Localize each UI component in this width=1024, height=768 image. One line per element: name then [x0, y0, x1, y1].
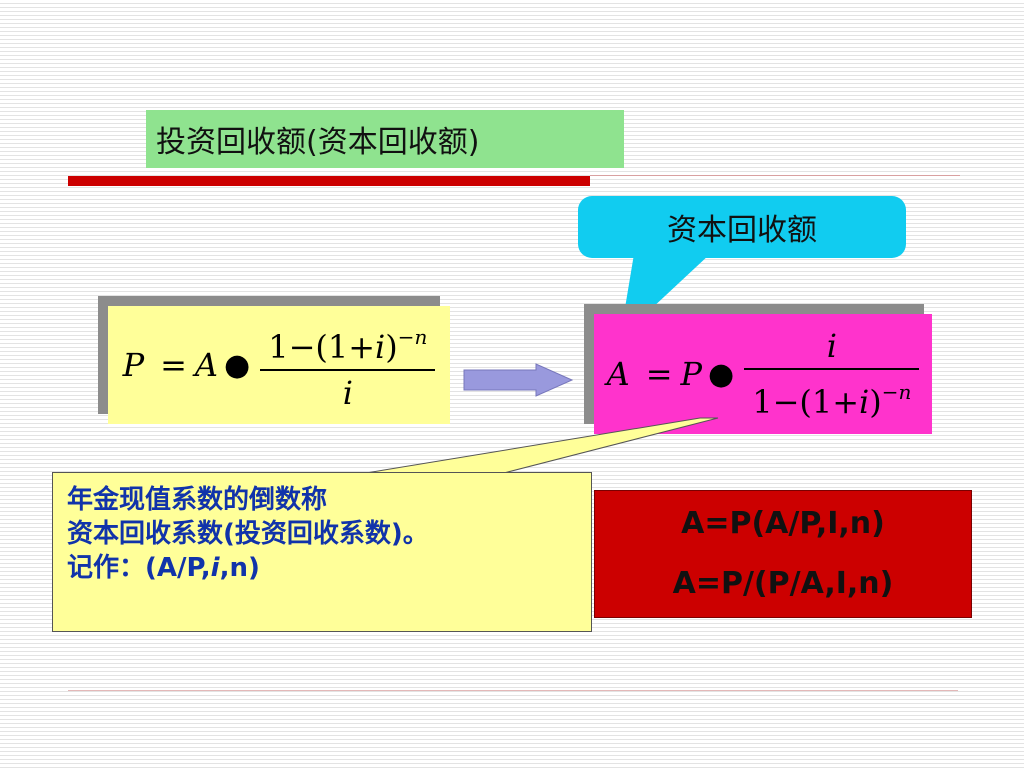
formula-right-dot: ● [708, 356, 735, 392]
footer-rule [68, 690, 958, 691]
notation-line-2: A=P/(P/A,I,n) [672, 566, 894, 601]
formula-left-fraction: 1−(1+i)−n i [260, 315, 436, 415]
formula-capital-recovery: A = P ● i 1−(1+i)−n [594, 314, 932, 434]
callout-top-text: 资本回收额 [667, 213, 817, 248]
formula-left-num-suffix: ) [385, 328, 398, 366]
formula-right-exponent: −n [881, 380, 912, 404]
formula-right-den-suffix: ) [869, 383, 882, 421]
note-line-3-italic: i [210, 553, 220, 583]
formula-left-fraction-bar [260, 369, 436, 371]
notation-box: A=P(A/P,I,n) A=P/(P/A,I,n) [594, 490, 972, 618]
formula-left-coef: A [194, 346, 219, 384]
title-underline [68, 176, 590, 186]
callout-capital-recovery: 资本回收额 [578, 196, 906, 258]
note-line-1: 年金现值系数的倒数称 [67, 485, 328, 515]
formula-right-coef: P [680, 355, 703, 393]
slide-title: 投资回收额(资本回收额) [146, 110, 624, 168]
notation-line-1: A=P(A/P,I,n) [681, 506, 885, 541]
note-line-3: 记作：(A/P,i,n) [67, 551, 591, 585]
formula-left-num-var: i [375, 328, 386, 366]
formula-left-denominator: i [342, 374, 353, 412]
formula-left-exponent: −n [397, 325, 428, 349]
formula-right-den-prefix: 1−(1+ [752, 383, 860, 421]
formula-right-fraction-bar [744, 368, 920, 370]
formula-right-numerator: i [826, 327, 837, 365]
formula-right-fraction: i 1−(1+i)−n [744, 324, 920, 424]
formula-left-dot: ● [224, 347, 251, 383]
formula-present-value: P = A ● 1−(1+i)−n i [108, 306, 450, 424]
note-callout: 年金现值系数的倒数称 资本回收系数(投资回收系数)。 记作：(A/P,i,n) [52, 472, 592, 632]
note-line-3-prefix: 记作：(A/P, [67, 553, 211, 583]
formula-left-numerator: 1−(1+i)−n [260, 315, 435, 369]
note-line-2: 资本回收系数(投资回收系数)。 [67, 519, 429, 549]
note-line-3-suffix: ,n) [219, 553, 260, 583]
right-arrow-icon [463, 363, 574, 397]
title-rule-thin [590, 175, 960, 176]
slide-title-text: 投资回收额(资本回收额) [156, 125, 480, 160]
formula-left-equals: = [160, 346, 187, 384]
formula-left-lhs: P [122, 346, 145, 384]
formula-right-equals: = [645, 355, 673, 393]
formula-left-num-prefix: 1−(1+ [268, 328, 376, 366]
formula-right-den-var: i [859, 383, 870, 421]
note-callout-tail [360, 417, 719, 475]
formula-right-lhs: A [606, 355, 630, 393]
formula-right-denominator: 1−(1+i)−n [744, 370, 919, 424]
